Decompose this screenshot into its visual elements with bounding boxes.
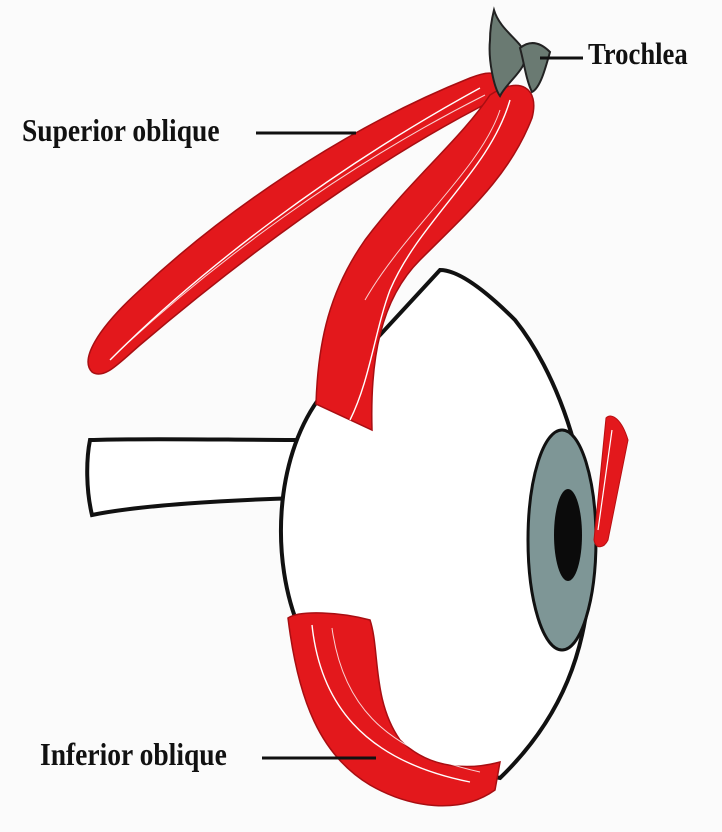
- optic-nerve: [87, 439, 300, 515]
- inferior-oblique-label: Inferior oblique: [40, 736, 227, 773]
- trochlea: [490, 10, 525, 96]
- superior-oblique-label: Superior oblique: [22, 112, 220, 149]
- trochlea-right: [520, 43, 550, 92]
- pupil: [554, 489, 582, 581]
- trochlea-label: Trochlea: [588, 36, 688, 72]
